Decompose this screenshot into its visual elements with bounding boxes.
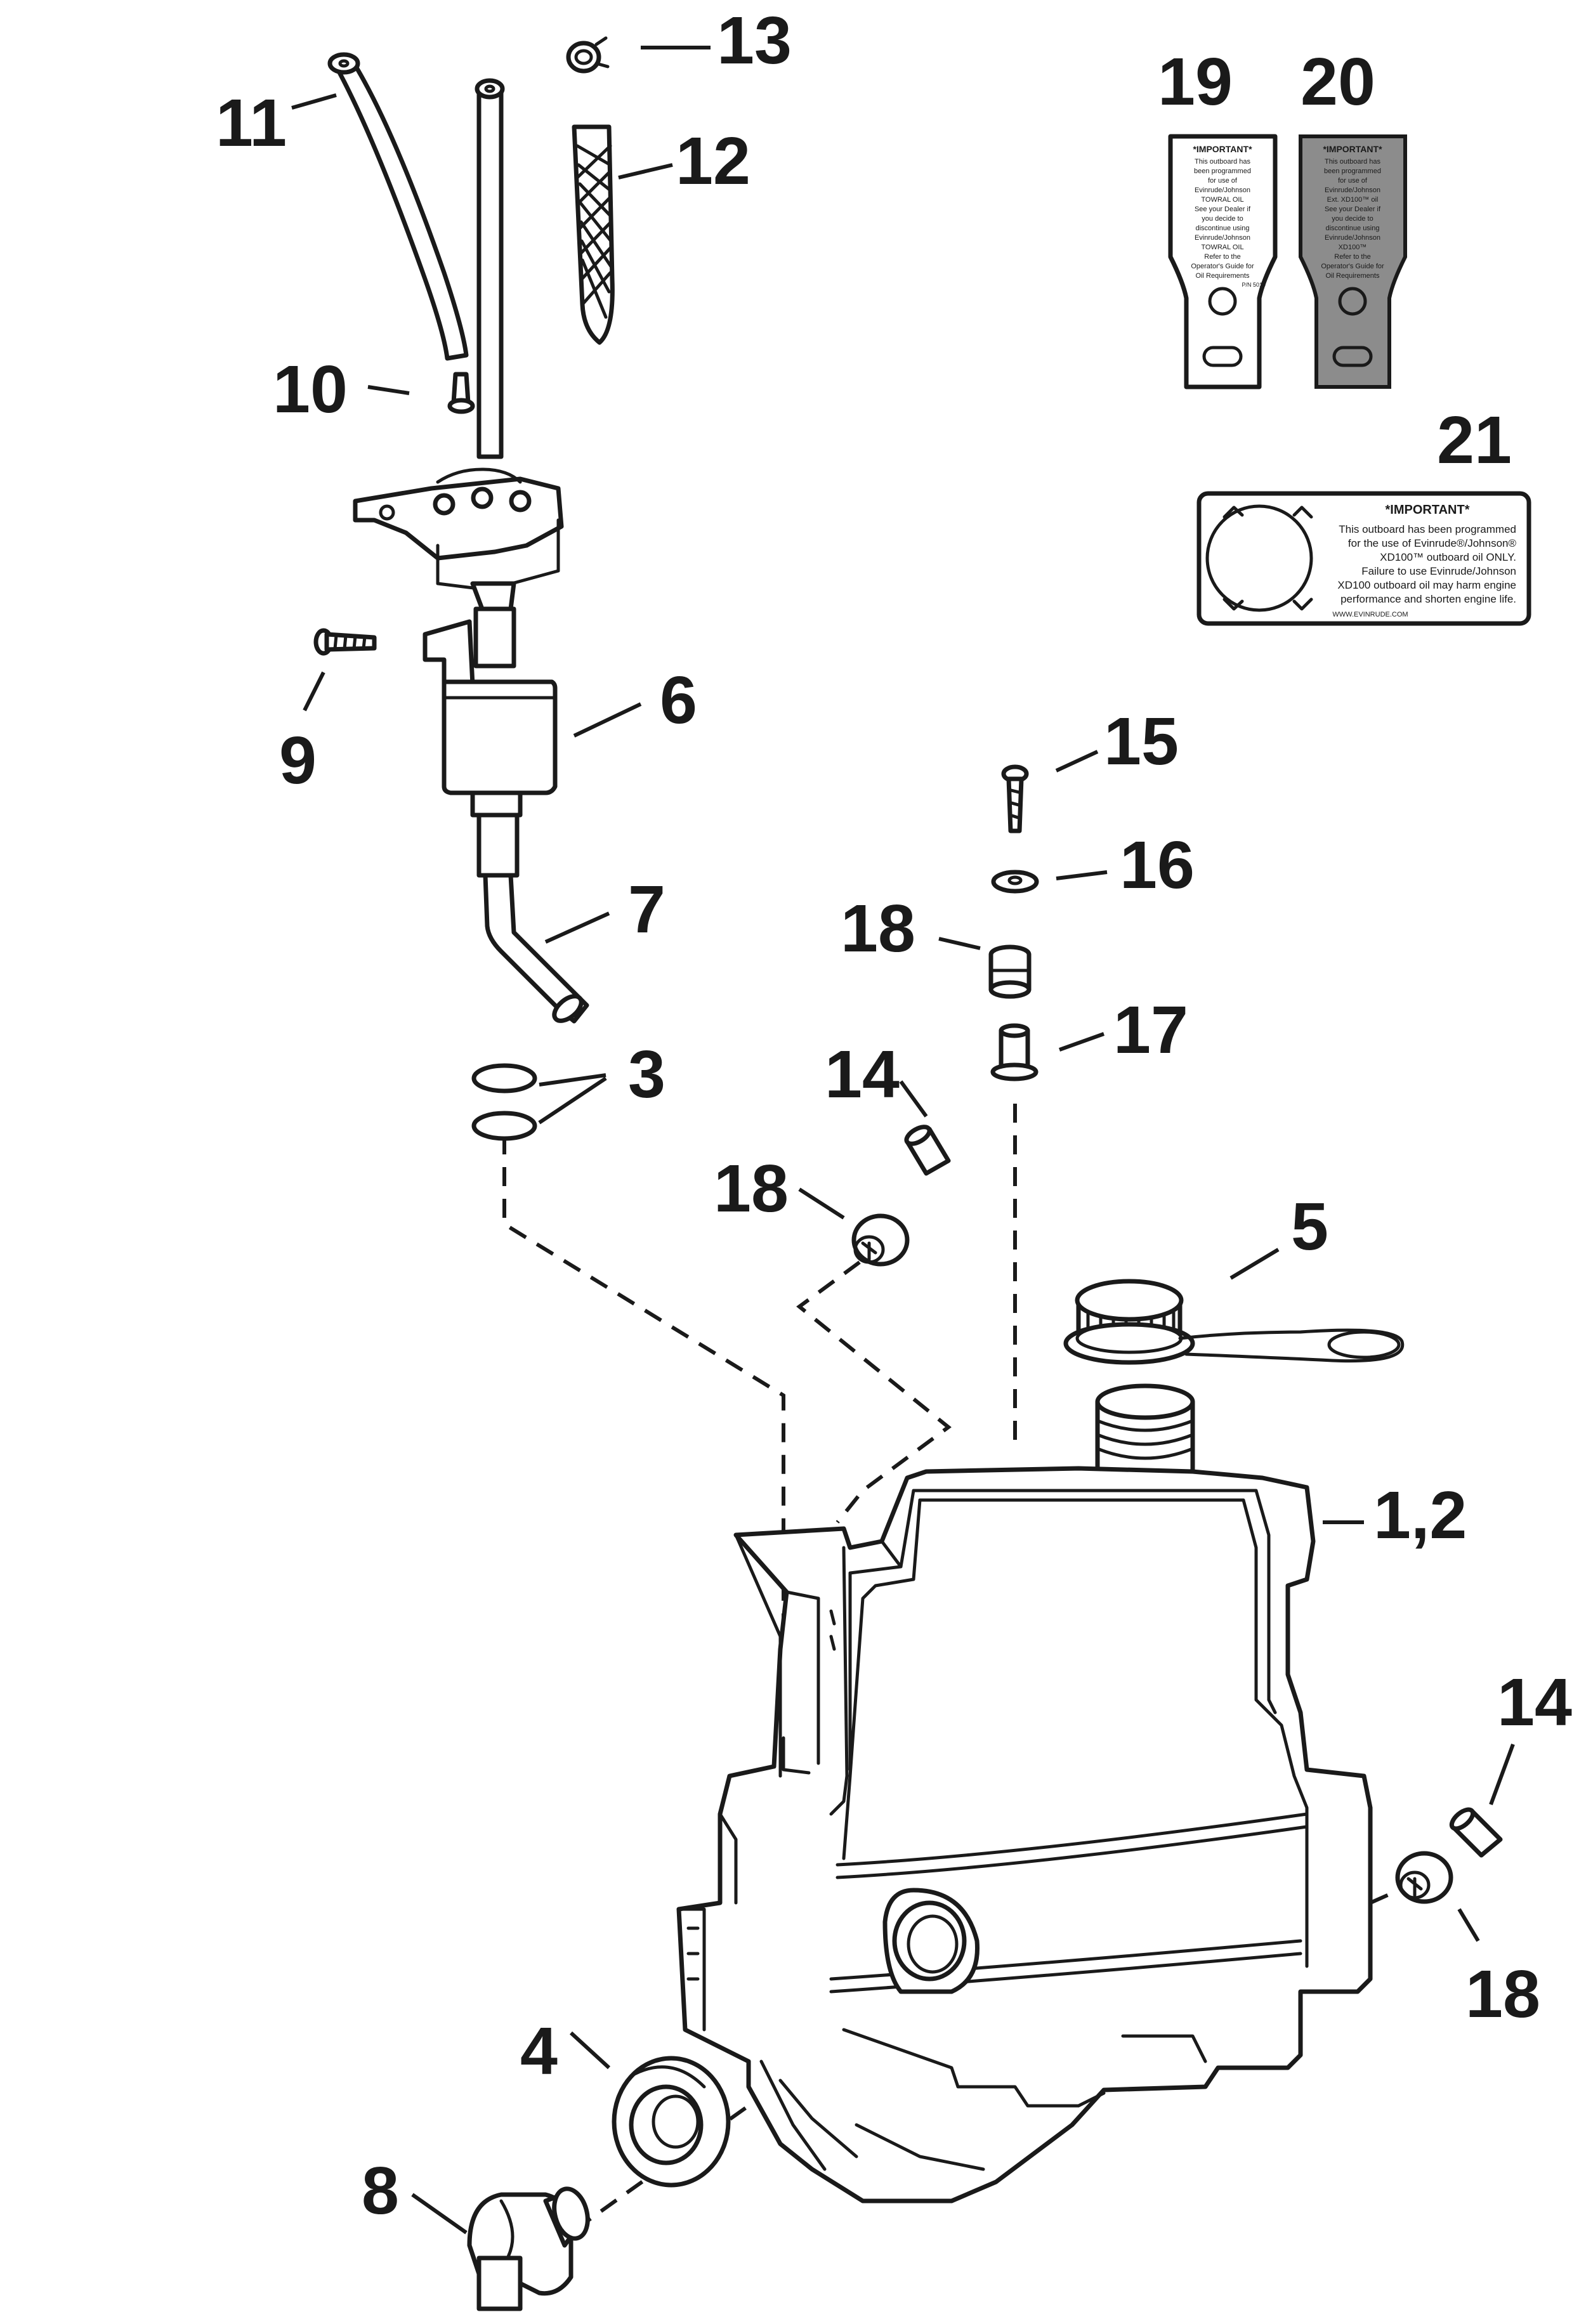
decal19-line: See your Dealer if [1195,206,1251,213]
decal21-footer: WWW.EVINRUDE.COM [1332,611,1408,618]
decal21-line: for the use of Evinrude®/Johnson® [1348,537,1517,549]
decal20-line: This outboard has [1325,158,1381,166]
filter-sleeve-12 [572,124,615,345]
callout-7: 7 [628,872,665,947]
grommet-4 [612,2056,731,2188]
callout-3: 3 [628,1037,665,1112]
decal19-line: Refer to the [1204,253,1240,261]
decal19-line: TOWRAL OIL [1201,196,1243,204]
callout-14-upper: 14 [825,1037,900,1112]
decal19-line: Evinrude/Johnson [1195,234,1250,242]
decal20-line: you decide to [1332,215,1373,223]
callout-20: 20 [1301,44,1375,119]
decal20-line: Ext. XD100™ oil [1327,196,1379,204]
decal19-line: Operator's Guide for [1191,263,1254,270]
elbow-fitting-8 [467,2186,590,2311]
washer-16 [991,870,1039,894]
grommet-18-right [1395,1851,1453,1904]
callout-11: 11 [216,86,287,160]
decal19-part-number: P/N 5010 [1242,282,1266,288]
decal19-line: This outboard has [1195,158,1251,166]
decal19-line: Oil Requirements [1196,272,1250,280]
decal19-line: you decide to [1202,215,1243,223]
decal19-line: Evinrude/Johnson [1195,186,1250,194]
decal21-title: *IMPORTANT* [1386,503,1470,517]
callout-labels: 11 13 12 19 20 21 10 9 6 7 3 14 18 15 16… [216,3,1572,2228]
callout-5: 5 [1291,1189,1328,1264]
leader-lines [291,46,1515,2235]
decal20-line: Refer to the [1334,253,1370,261]
o-rings-3 [471,1063,537,1141]
decal20-line: Operator's Guide for [1321,263,1384,270]
callout-1-2: 1,2 [1373,1478,1467,1553]
screw-15 [1001,764,1029,833]
grommet-18-middle [851,1213,910,1267]
callout-18-right: 18 [1465,1957,1540,2032]
decal20-line: for use of [1338,177,1368,185]
grommet-18-upper [988,944,1032,999]
decal21-line: performance and shorten engine life. [1340,593,1516,605]
callout-14-right: 14 [1497,1665,1572,1740]
callout-12: 12 [676,124,750,199]
decal-19: *IMPORTANT* This outboard has been progr… [1168,134,1278,389]
callout-8: 8 [362,2153,399,2228]
callout-10: 10 [273,352,348,427]
callout-15: 15 [1104,704,1179,779]
callout-6: 6 [660,663,697,738]
decal20-line: Evinrude/Johnson [1325,234,1380,242]
decal20-line: been programmed [1324,167,1381,175]
callout-18-middle: 18 [714,1151,789,1226]
decal-21: *IMPORTANT* This outboard has been progr… [1196,491,1531,626]
decal20-line: See your Dealer if [1325,206,1381,213]
decal19-title: *IMPORTANT* [1193,144,1252,154]
screw-10 [447,372,475,414]
clamp-13 [566,36,610,74]
decal20-line: Oil Requirements [1326,272,1380,280]
callout-9: 9 [279,723,317,798]
decal21-line: XD100 outboard oil may harm engine [1337,579,1516,591]
decal20-line: Evinrude/Johnson [1325,186,1380,194]
decal21-line: This outboard has been programmed [1339,523,1516,535]
screw-9 [313,628,377,656]
decal19-line: for use of [1208,177,1238,185]
decal21-line: Failure to use Evinrude/Johnson [1361,565,1516,577]
decal20-title: *IMPORTANT* [1323,144,1382,154]
decal19-line: TOWRAL OIL [1201,244,1243,251]
callout-19: 19 [1158,44,1233,119]
callout-18-upper: 18 [841,891,915,966]
bushing-17 [990,1023,1039,1081]
hose-11 [327,52,469,361]
decal20-line: XD100™ [1339,244,1367,251]
callout-13: 13 [717,3,792,78]
decal20-line: discontinue using [1325,225,1379,232]
pickup-assembly-6 [353,467,564,878]
pickup-tube-7 [483,873,589,1024]
callout-16: 16 [1120,828,1195,903]
callout-17: 17 [1113,993,1188,1067]
decal19-line: discontinue using [1195,225,1249,232]
decal-20: *IMPORTANT* This outboard has been progr… [1299,134,1407,389]
callout-21: 21 [1437,403,1512,478]
hose-straight [475,78,505,459]
oil-tank-1-2 [676,1383,1373,2203]
callout-4: 4 [520,2014,558,2089]
pin-14-right [1449,1807,1503,1858]
decal21-line: XD100™ outboard oil ONLY. [1380,551,1516,563]
pin-14-upper [904,1125,951,1176]
filler-cap-5 [1063,1279,1405,1365]
decal19-line: been programmed [1194,167,1251,175]
